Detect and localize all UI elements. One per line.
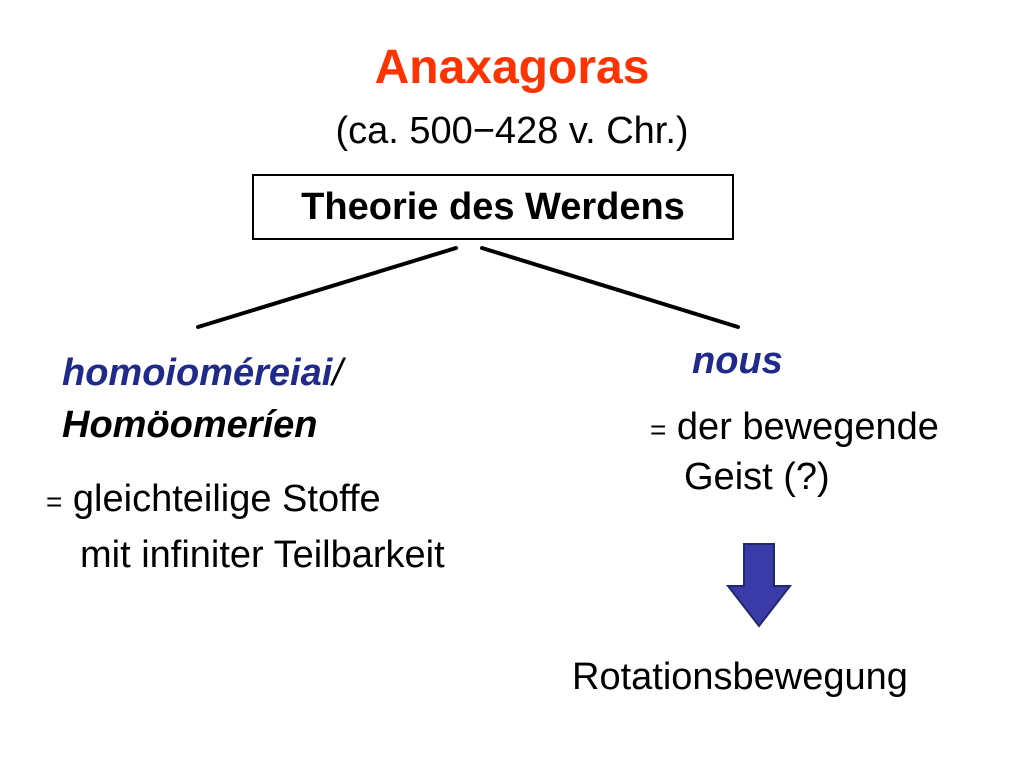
right-definition-line-2: Geist (?) xyxy=(684,456,830,498)
page-title: Anaxagoras xyxy=(374,41,650,94)
homoiomereiai-label: homoioméreiai xyxy=(62,352,333,394)
rotation-result: Rotationsbewegung xyxy=(572,656,908,698)
branch-line-left xyxy=(196,246,458,329)
left-definition-line-1: = gleichteilige Stoffe xyxy=(46,476,381,525)
term-separator: / xyxy=(332,352,343,394)
equals-sign: = xyxy=(650,414,667,445)
right-definition-text-1: der bewegende xyxy=(676,406,939,448)
dates-subtitle: (ca. 500−428 v. Chr.) xyxy=(335,110,689,152)
left-definition-line-2: mit infiniter Teilbarkeit xyxy=(80,534,445,576)
equals-sign: = xyxy=(46,486,63,517)
theory-label: Theorie des Werdens xyxy=(301,185,685,228)
nous-term: nous xyxy=(692,340,783,382)
down-arrow-shape xyxy=(726,543,792,628)
right-definition-line-1: = der bewegende xyxy=(650,404,939,453)
left-definition-text-1: gleichteilige Stoffe xyxy=(72,478,381,520)
homoiomereiai-term: homoioméreiai/ xyxy=(62,350,343,396)
theory-box: Theorie des Werdens xyxy=(252,174,734,240)
down-arrow-icon xyxy=(726,543,792,628)
homoeomerien-term: Homöomeríen xyxy=(62,404,318,446)
branch-line-right xyxy=(480,246,740,329)
